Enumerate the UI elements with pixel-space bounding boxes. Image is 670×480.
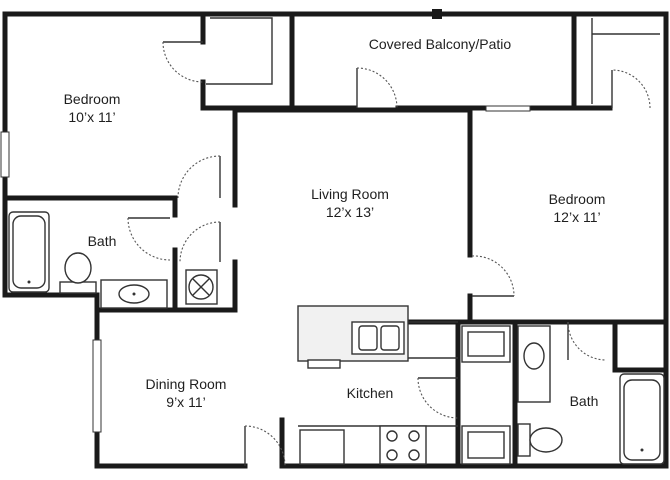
- bath2-fixtures: [517, 325, 665, 465]
- window-left: [0, 131, 10, 178]
- dining-size: 9’x 11’: [166, 394, 206, 410]
- kitchen-name: Kitchen: [346, 385, 394, 401]
- bath2-name: Bath: [569, 393, 599, 409]
- bath1-name: Bath: [87, 233, 117, 249]
- doors: [127, 18, 660, 467]
- living-size: 12’x 13’: [325, 204, 375, 220]
- bath1-label: Bath: [72, 232, 132, 250]
- balcony-light: [432, 9, 442, 19]
- bedroom2-size: 12’x 11’: [553, 209, 601, 225]
- bedroom2-label: Bedroom 12’x 11’: [527, 190, 627, 226]
- interior-walls: [94, 107, 669, 469]
- balcony-walls: [289, 11, 613, 112]
- balcony-label: Covered Balcony/Patio: [330, 35, 550, 53]
- living-name: Living Room: [311, 186, 389, 202]
- laundry-fixtures: [461, 325, 511, 465]
- bath2-label: Bath: [554, 392, 614, 410]
- kitchen-fixtures: [297, 305, 458, 465]
- dining-name: Dining Room: [145, 376, 227, 392]
- bedroom1-label: Bedroom 10’x 11’: [42, 90, 142, 126]
- bedroom1-closet: [162, 11, 295, 111]
- dining-label: Dining Room 9’x 11’: [126, 375, 246, 411]
- window-dining: [92, 339, 102, 433]
- balcony-name: Covered Balcony/Patio: [368, 36, 512, 52]
- kitchen-label: Kitchen: [330, 384, 410, 402]
- bedroom2-name: Bedroom: [548, 191, 606, 207]
- bath1-fixtures: [8, 211, 218, 309]
- living-label: Living Room 12’x 13’: [290, 185, 410, 221]
- bedroom1-name: Bedroom: [63, 91, 121, 107]
- bedroom1-size: 10’x 11’: [68, 109, 116, 125]
